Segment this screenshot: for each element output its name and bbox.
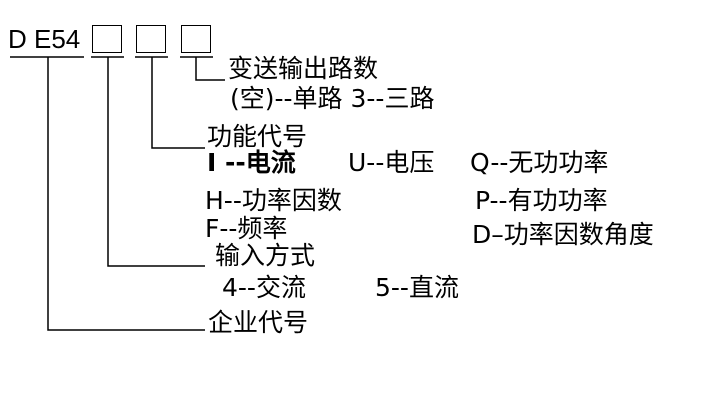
input-ac: 4--交流 [222, 273, 306, 302]
input-mode-label: 输入方式 [215, 241, 316, 270]
input-dc: 5--直流 [375, 273, 459, 302]
code-box-3 [181, 25, 211, 53]
output-paths-label: 变送输出路数 [228, 54, 379, 83]
output-paths-options: (空)--单路 3--三路 [230, 84, 435, 113]
code-box-1 [92, 25, 122, 53]
company-code-label: 企业代号 [208, 308, 309, 337]
function-power-factor: H--功率因数 [205, 186, 342, 215]
function-reactive-power: Q--无功功率 [470, 148, 609, 177]
function-voltage: U--电压 [348, 148, 435, 177]
model-code: D E54 [8, 24, 81, 54]
function-pf-angle: D–功率因数角度 [472, 220, 654, 249]
function-active-power: P--有功功率 [475, 186, 608, 215]
function-frequency: F--频率 [205, 214, 288, 243]
function-code-label: 功能代号 [207, 122, 308, 151]
code-box-2 [136, 25, 166, 53]
function-current: I --电流 [207, 148, 296, 177]
